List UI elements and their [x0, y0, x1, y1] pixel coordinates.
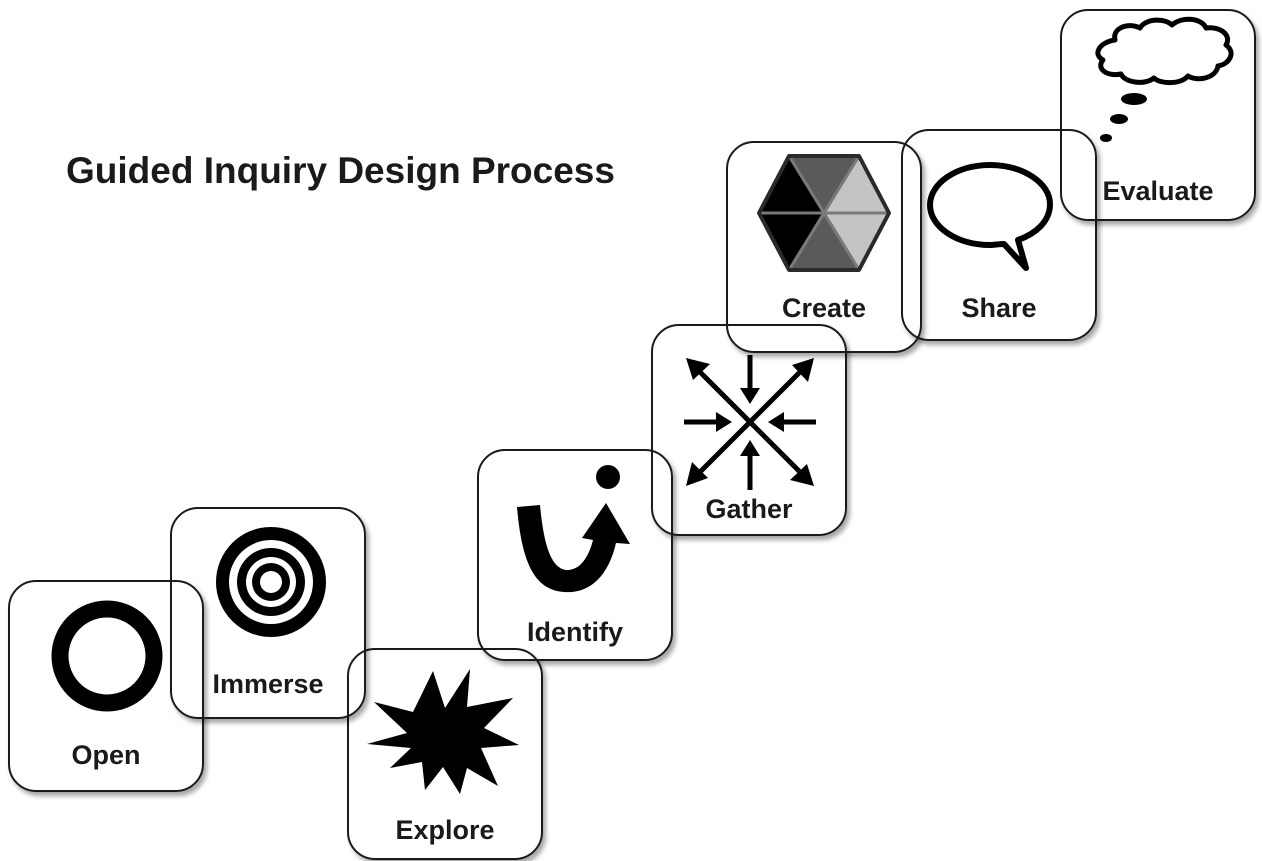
stage-label-immerse: Immerse — [212, 669, 324, 699]
stage-explore: Explore — [347, 648, 543, 860]
stage-label-gather: Gather — [705, 494, 793, 524]
stage-gather: Gather — [651, 324, 847, 536]
stage-label-explore: Explore — [395, 815, 495, 845]
stage-create: Create — [726, 141, 922, 353]
stage-open: Open — [8, 580, 204, 792]
stage-label-share: Share — [961, 293, 1037, 323]
stage-share: Share — [901, 129, 1097, 341]
diagram-title: Guided Inquiry Design Process — [66, 150, 615, 191]
stage-label-create: Create — [781, 293, 867, 323]
stage-label-identify: Identify — [526, 617, 623, 647]
stage-immerse: Immerse — [170, 507, 366, 719]
stage-identify: Identify — [477, 449, 673, 661]
stage-evaluate: Evaluate — [1060, 9, 1256, 221]
stage-label-open: Open — [71, 740, 141, 770]
stage-label-evaluate: Evaluate — [1102, 176, 1214, 206]
